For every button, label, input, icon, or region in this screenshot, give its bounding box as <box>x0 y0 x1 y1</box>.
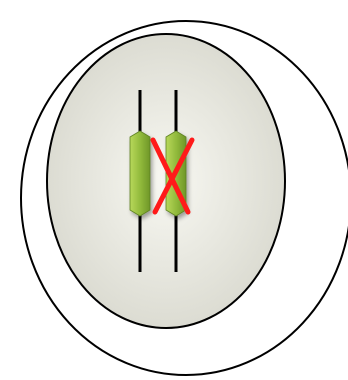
left-rod <box>130 131 150 216</box>
